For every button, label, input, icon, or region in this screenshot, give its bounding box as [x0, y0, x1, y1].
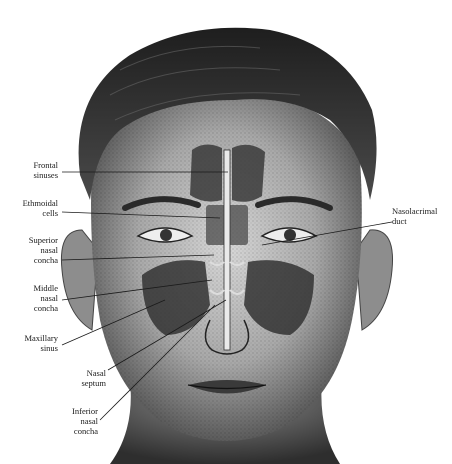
right-ear-shape — [356, 230, 393, 330]
label-ethmoidal-cells: Ethmoidal cells — [8, 198, 58, 218]
label-middle-nasal-concha: Middle nasal concha — [8, 283, 58, 313]
label-maxillary-sinus: Maxillary sinus — [4, 333, 58, 353]
nasal-septum-shape — [224, 150, 230, 350]
frontal-sinus-left — [190, 144, 222, 201]
frontal-sinus-right — [232, 145, 265, 202]
label-frontal-sinuses: Frontal sinuses — [12, 160, 58, 180]
label-inferior-nasal-concha: Inferior nasal concha — [50, 406, 98, 436]
label-superior-nasal-concha: Superior nasal concha — [8, 235, 58, 265]
label-nasolacrimal-duct: Nasolacrimal duct — [392, 206, 450, 226]
label-nasal-septum: Nasal septum — [58, 368, 106, 388]
